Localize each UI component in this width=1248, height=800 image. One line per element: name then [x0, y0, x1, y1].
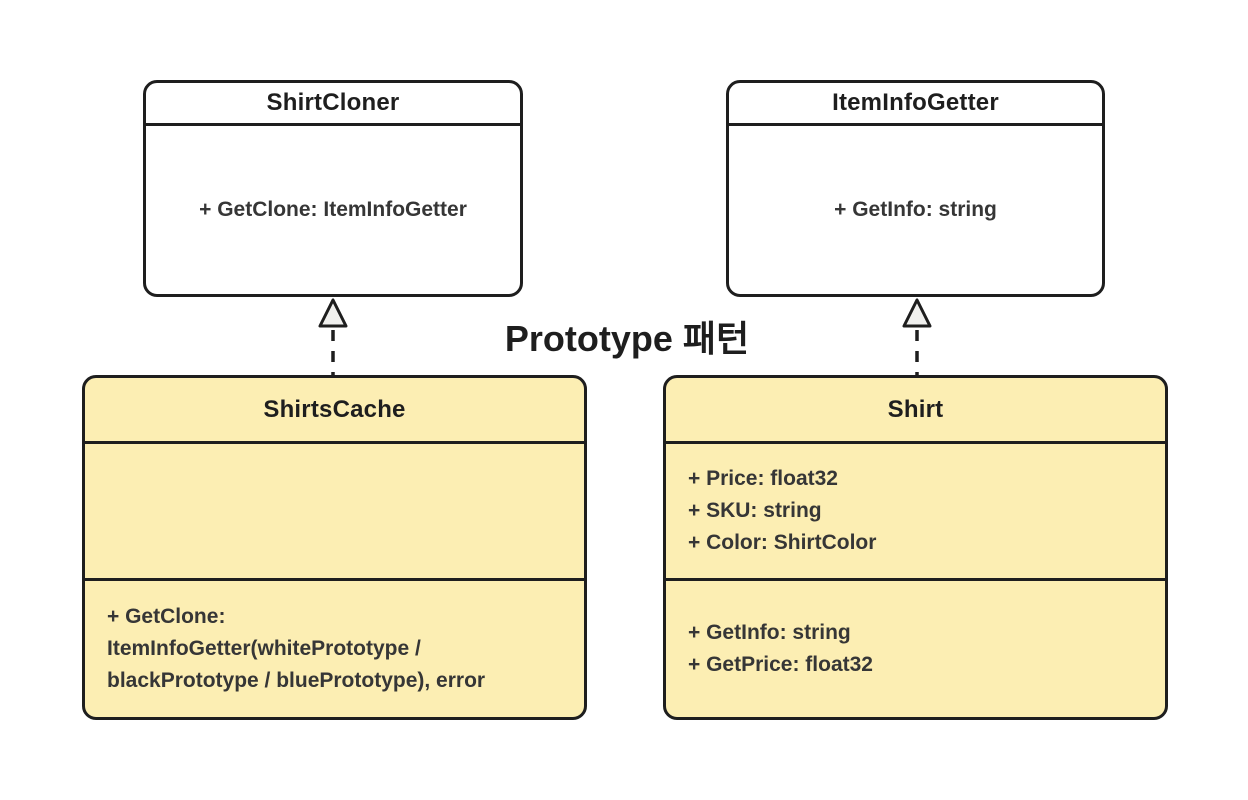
- interface-members-section: + GetInfo: string: [729, 126, 1102, 294]
- uml-class-shirtscache: ShirtsCache + GetClone: ItemInfoGetter(w…: [82, 375, 587, 720]
- realization-arrow-shirt: [902, 298, 932, 376]
- method-row: + GetInfo: string: [688, 621, 851, 644]
- attribute-row: + Color: ShirtColor: [688, 531, 877, 554]
- uml-interface-iteminfogetter: ItemInfoGetter + GetInfo: string: [726, 80, 1105, 297]
- method-row: + GetClone: ItemInfoGetter: [199, 198, 467, 221]
- class-name-header: Shirt: [666, 378, 1165, 444]
- attribute-row: + SKU: string: [688, 499, 822, 522]
- uml-class-shirt: Shirt + Price: float32 + SKU: string + C…: [663, 375, 1168, 720]
- method-row: + GetInfo: string: [834, 198, 997, 221]
- class-name-header: ItemInfoGetter: [729, 83, 1102, 126]
- attribute-row: + Price: float32: [688, 467, 838, 490]
- hollow-triangle-icon: [318, 298, 348, 328]
- method-row: + GetClone: ItemInfoGetter(whitePrototyp…: [107, 605, 486, 692]
- methods-section: + GetInfo: string + GetPrice: float32: [666, 581, 1165, 717]
- realization-arrow-shirtscache: [318, 298, 348, 376]
- interface-members-section: + GetClone: ItemInfoGetter: [146, 126, 520, 294]
- attributes-section: + Price: float32 + SKU: string + Color: …: [666, 444, 1165, 581]
- diagram-title: Prototype 패턴: [504, 318, 750, 359]
- method-row: + GetPrice: float32: [688, 653, 873, 676]
- class-name-header: ShirtsCache: [85, 378, 584, 444]
- uml-interface-shirtcloner: ShirtCloner + GetClone: ItemInfoGetter: [143, 80, 523, 297]
- hollow-triangle-icon: [902, 298, 932, 328]
- methods-section: + GetClone: ItemInfoGetter(whitePrototyp…: [85, 581, 584, 717]
- attributes-section-empty: [85, 444, 584, 581]
- class-name-header: ShirtCloner: [146, 83, 520, 126]
